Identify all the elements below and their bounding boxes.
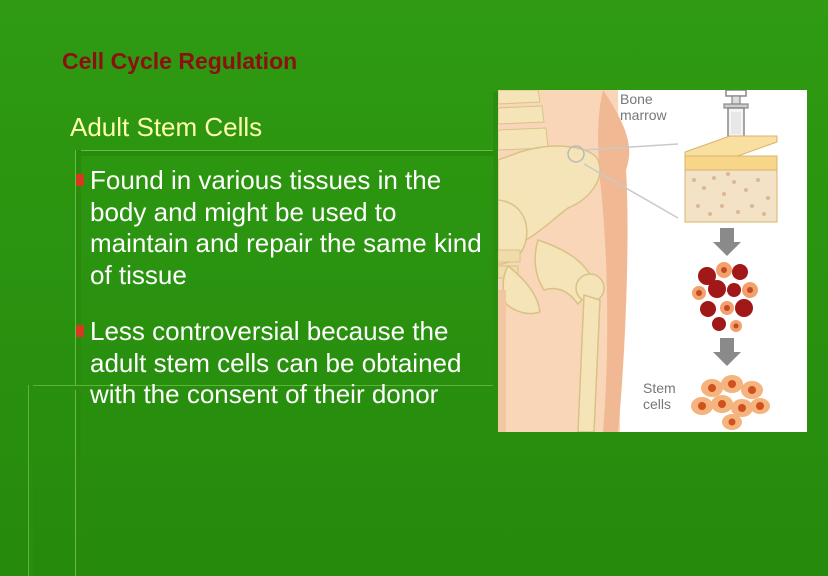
decorative-line-outer-left — [28, 385, 33, 576]
stem-cell-diagram: Bone marrow Stem cells — [498, 90, 807, 432]
bullet-marker-icon — [76, 325, 84, 337]
arrow-down-icon — [713, 338, 741, 366]
decorative-line-lower — [28, 385, 508, 390]
bullet-list: Found in various tissues in the body and… — [76, 165, 496, 436]
bullet-item: Found in various tissues in the body and… — [76, 165, 496, 291]
arrow-down-icon — [713, 228, 741, 256]
stem-cells-cluster-icon — [691, 375, 770, 430]
connector-line — [583, 143, 679, 151]
bullet-marker-icon — [76, 174, 84, 186]
slide-subtitle: Adult Stem Cells — [70, 112, 263, 142]
stem-cells-label: Stem cells — [643, 380, 680, 412]
connector-line — [583, 163, 679, 219]
bullet-text: Less controversial because the adult ste… — [90, 316, 462, 409]
bone-marrow-block-icon — [684, 135, 778, 223]
marrow-cells-icon — [692, 262, 758, 332]
pelvis-illustration-icon — [498, 90, 630, 432]
bullet-text: Found in various tissues in the body and… — [90, 165, 482, 290]
bullet-item: Less controversial because the adult ste… — [76, 316, 496, 411]
slide-title: Cell Cycle Regulation — [62, 48, 298, 74]
bone-marrow-label: Bone marrow — [620, 91, 668, 123]
decorative-line-left — [75, 150, 81, 576]
decorative-line-top — [75, 150, 515, 156]
decorative-line-right — [493, 92, 498, 432]
